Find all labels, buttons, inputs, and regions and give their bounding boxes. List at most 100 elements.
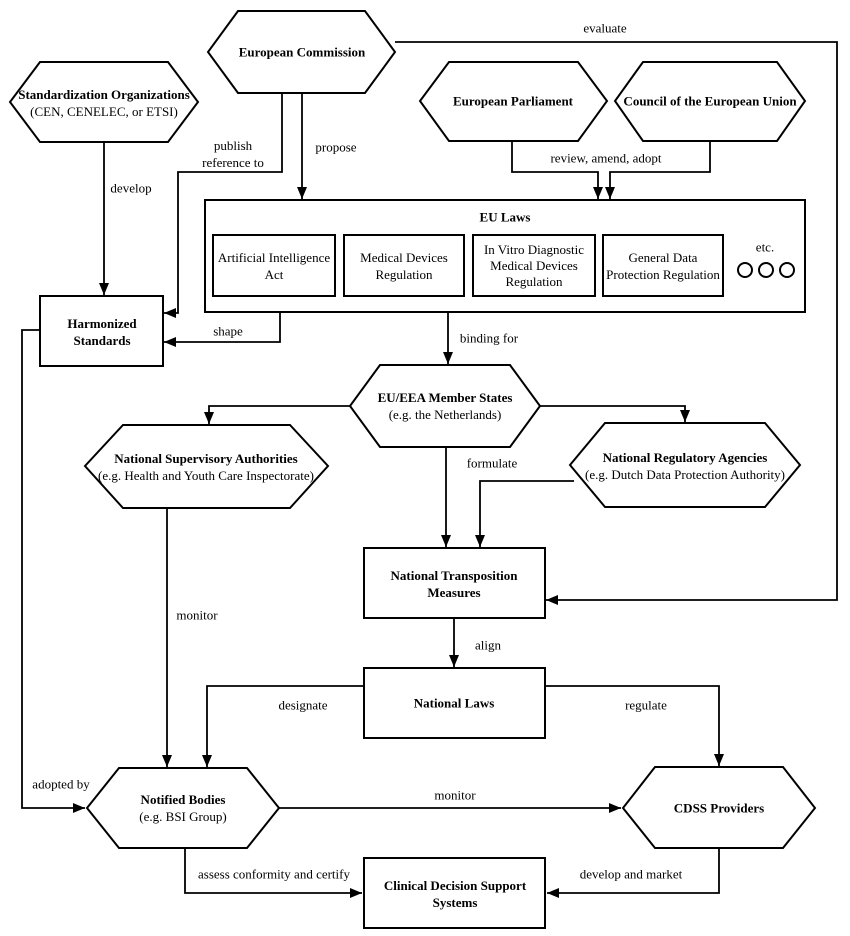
edge-label-formulate: formulate — [466, 455, 518, 471]
etc-circle — [758, 262, 774, 278]
node-subtitle: (CEN, CENELEC, or ETSI) — [30, 104, 178, 119]
edge-label-shape: shape — [213, 323, 243, 339]
label-notified-bodies: Notified Bodies (e.g. BSI Group) — [139, 791, 226, 825]
label-eu-laws-title: EU Laws — [480, 209, 531, 226]
node-line: Act — [264, 267, 284, 282]
edge-assess-conformity — [184, 848, 362, 898]
edge-label-monitor-supervision: monitor — [176, 607, 218, 623]
node-line: In Vitro Diagnostic — [483, 242, 585, 257]
label-eu-eea-member-states: EU/EEA Member States (e.g. the Netherlan… — [378, 389, 513, 423]
edge-label-develop: develop — [110, 180, 152, 196]
node-european-parliament — [418, 61, 609, 142]
node-title: National Regulatory Agencies — [602, 450, 768, 465]
node-line: General Data — [628, 250, 698, 265]
edge-label-assess-conformity-and-certify: assess conformity and certify — [198, 866, 350, 882]
edge-label-designate: designate — [278, 697, 328, 713]
node-national-transposition-measures — [363, 547, 546, 619]
node-harmonized-standards — [39, 295, 164, 367]
label-clinical-decision-support-systems: Clinical Decision Support Systems — [384, 877, 526, 911]
edge-parliament-adopt — [511, 141, 603, 199]
edge-evaluate — [395, 41, 838, 605]
edge-label-regulate: regulate — [625, 697, 667, 713]
edge-regulate — [545, 685, 724, 766]
edge-publish-reference-to — [164, 93, 283, 318]
node-standardization-organizations — [8, 61, 200, 143]
edge-adopted-by — [21, 329, 85, 813]
label-national-supervisory-authorities: National Supervisory Authorities (e.g. H… — [98, 450, 314, 484]
label-council-of-the-european-union: Council of the European Union — [623, 93, 796, 110]
label-harmonized-standards: Harmonized Standards — [67, 315, 136, 349]
label-in-vitro-diagnostic-regulation: In Vitro Diagnostic Medical Devices Regu… — [484, 242, 584, 290]
edge-label-review-amend-adopt: review, amend, adopt — [550, 150, 662, 166]
node-title: European Parliament — [452, 93, 574, 109]
node-line: National Transposition — [390, 568, 518, 583]
node-subtitle: (e.g. Health and Youth Care Inspectorate… — [98, 468, 314, 483]
edge-memberstates-to-nsa — [204, 405, 350, 424]
node-general-data-protection-regulation — [602, 234, 724, 297]
node-national-laws — [363, 667, 546, 739]
edge-label-binding-for: binding for — [459, 330, 519, 346]
label-national-regulatory-agencies: National Regulatory Agencies (e.g. Dutch… — [585, 449, 785, 483]
node-artificial-intelligence-act — [212, 234, 336, 297]
node-title: National Laws — [413, 695, 495, 711]
node-title: National Supervisory Authorities — [114, 451, 298, 466]
label-standardization-organizations: Standardization Organizations (CEN, CENE… — [18, 86, 190, 120]
node-subtitle: (e.g. the Netherlands) — [388, 407, 502, 422]
node-title: Notified Bodies — [140, 792, 226, 807]
edge-label-propose: propose — [315, 139, 357, 155]
node-clinical-decision-support-systems — [363, 857, 546, 929]
node-title: EU Laws — [479, 209, 531, 225]
node-cdss-providers — [621, 766, 817, 849]
node-eu-eea-member-states — [348, 364, 542, 448]
edge-label-line: publish — [213, 138, 253, 153]
node-council-of-the-european-union — [613, 61, 807, 142]
label-etc: etc. — [755, 239, 775, 255]
etc-circle — [779, 262, 795, 278]
node-subtitle: (e.g. Dutch Data Protection Authority) — [584, 467, 786, 482]
label-national-laws: National Laws — [414, 695, 495, 712]
node-line: Clinical Decision Support — [383, 878, 527, 893]
node-line: Measures — [427, 585, 481, 600]
node-medical-devices-regulation — [343, 234, 465, 297]
node-european-commission — [206, 10, 397, 94]
node-in-vitro-diagnostic-regulation — [472, 234, 596, 297]
label-national-transposition-measures: National Transposition Measures — [390, 567, 517, 601]
edge-label-monitor-market: monitor — [434, 787, 476, 803]
label-cdss-providers: CDSS Providers — [674, 800, 764, 817]
edge-label-line: reference to — [202, 155, 264, 170]
label-general-data-protection-regulation: General Data Protection Regulation — [606, 249, 720, 283]
label-european-parliament: European Parliament — [453, 93, 573, 110]
edge-council-adopt — [605, 141, 711, 199]
label-european-commission: European Commission — [239, 44, 366, 61]
node-line: Systems — [432, 895, 478, 910]
label-medical-devices-regulation: Medical Devices Regulation — [360, 249, 448, 283]
edge-memberstates-to-nra — [540, 405, 690, 422]
edge-designate — [202, 685, 364, 767]
etc-circle — [737, 262, 753, 278]
node-line: Artificial Intelligence — [217, 250, 331, 265]
node-title: Standardization Organizations — [18, 87, 190, 102]
node-title: Council of the European Union — [623, 93, 797, 109]
node-line: Standards — [73, 333, 131, 348]
edge-label-align: align — [475, 637, 501, 653]
node-notified-bodies — [85, 767, 281, 849]
node-line: Medical Devices — [490, 258, 578, 273]
node-line: Regulation — [505, 274, 563, 289]
node-line: Protection Regulation — [606, 267, 720, 282]
edge-develop-and-market — [547, 848, 720, 898]
edge-label-develop-and-market: develop and market — [579, 866, 683, 882]
edge-label-publish-reference-to: publish reference to — [202, 137, 264, 171]
node-title: European Commission — [238, 44, 366, 60]
node-title: EU/EEA Member States — [377, 390, 513, 405]
node-national-regulatory-agencies — [568, 422, 802, 508]
node-line: Harmonized — [67, 316, 137, 331]
node-title: CDSS Providers — [673, 800, 765, 816]
edge-nra-to-ntm — [475, 480, 574, 547]
node-national-supervisory-authorities — [83, 424, 330, 509]
edge-shape — [164, 312, 281, 347]
label-artificial-intelligence-act: Artificial Intelligence Act — [218, 249, 330, 283]
edge-label-evaluate: evaluate — [583, 20, 627, 36]
edge-label-adopted-by: adopted by — [32, 776, 90, 792]
node-line: Regulation — [375, 267, 433, 282]
